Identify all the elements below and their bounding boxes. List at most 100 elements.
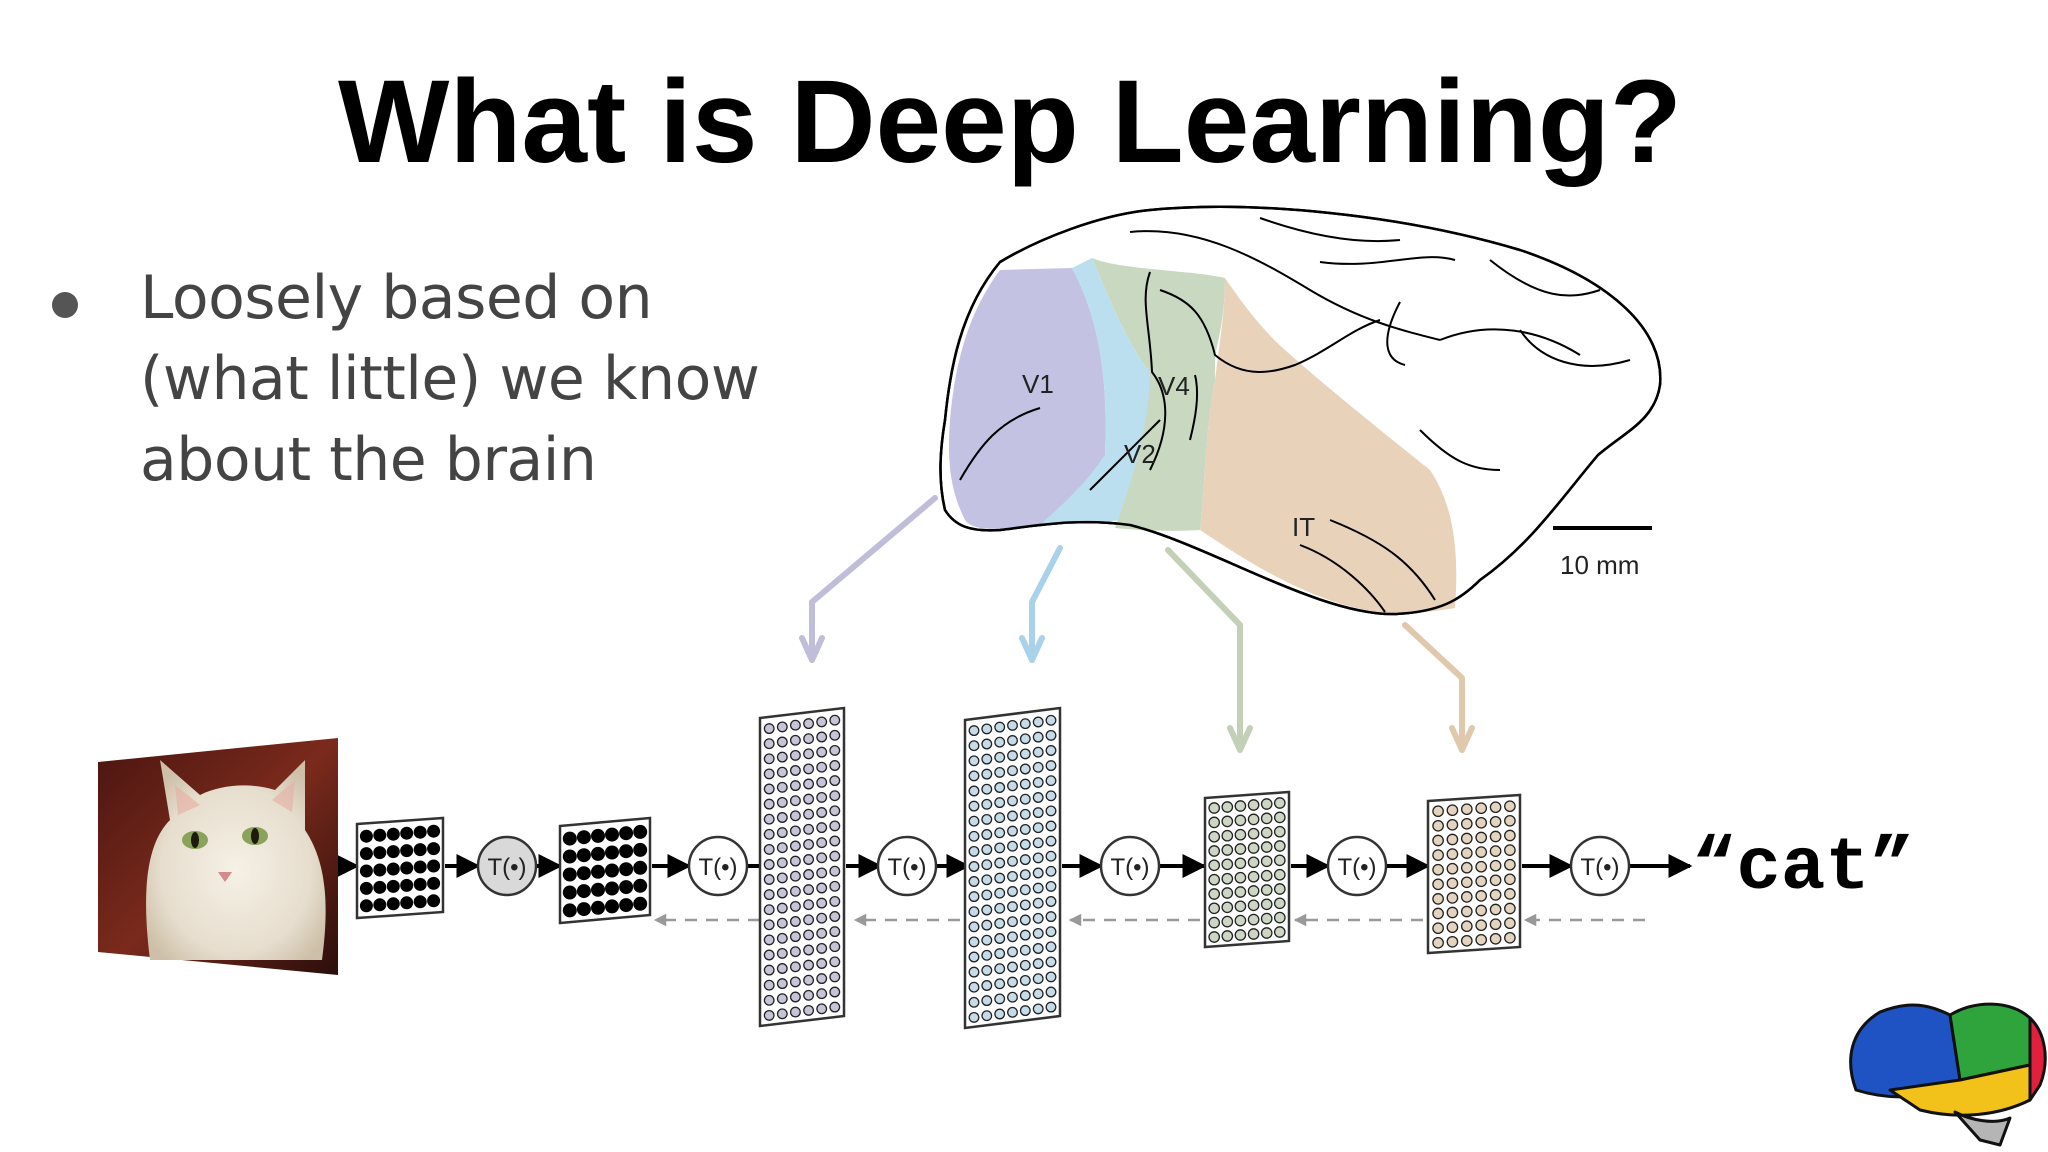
layer-unit — [816, 837, 828, 849]
layer-unit — [776, 842, 788, 854]
layer-unit — [1247, 799, 1260, 811]
layer-unit — [1019, 914, 1031, 926]
layer-unit — [1032, 943, 1044, 954]
layer-unit — [1208, 816, 1221, 829]
transform-circle — [876, 835, 938, 897]
layer-unit — [829, 714, 841, 726]
layer-unit — [1007, 961, 1018, 973]
layer-unit — [803, 974, 815, 986]
layer-unit — [1007, 795, 1018, 807]
layer-unit — [1475, 890, 1488, 902]
layer-unit — [1221, 829, 1234, 842]
transform-node-5: T(•) — [1326, 835, 1388, 897]
layer-unit — [1260, 812, 1273, 825]
layer-unit — [1504, 800, 1516, 813]
layer-unit — [803, 823, 815, 835]
layer-unit — [816, 807, 828, 818]
layer-unit — [1019, 748, 1031, 760]
layer-unit — [763, 723, 775, 735]
layer-unit — [1032, 746, 1044, 758]
layer-unit — [1460, 861, 1473, 874]
layer-unit — [562, 849, 577, 864]
layer-unit — [633, 860, 648, 875]
layer-unit — [1019, 854, 1031, 866]
layer-unit — [763, 964, 775, 976]
layer-unit — [1045, 896, 1057, 907]
layer-unit — [789, 991, 801, 1003]
layer-unit — [1460, 891, 1473, 903]
transform-nodes: T(•)T(•)T(•)T(•)T(•)T(•) — [476, 835, 1631, 897]
layer-unit — [1007, 976, 1018, 988]
layer-unit — [1247, 899, 1260, 912]
layer-unit — [427, 876, 441, 890]
layer-unit — [1260, 884, 1273, 896]
layer-unit — [1460, 832, 1473, 845]
layer-unit — [413, 895, 427, 909]
layer-unit — [1234, 900, 1247, 913]
layer-unit — [803, 944, 815, 956]
layer-unit — [576, 884, 591, 899]
layer-unit — [605, 845, 619, 860]
layer-unit — [400, 826, 414, 840]
layer-unit — [994, 1008, 1006, 1020]
layer-unit — [591, 828, 605, 843]
layer-unit — [1504, 931, 1516, 944]
layer-unit — [776, 721, 788, 733]
layer-unit — [1007, 901, 1018, 913]
layer-unit — [1007, 1006, 1018, 1018]
network-layer-5 — [1203, 790, 1291, 949]
layer-unit — [1489, 859, 1502, 872]
layer-unit — [763, 859, 775, 870]
layer-unit — [968, 876, 980, 887]
layer-unit — [1460, 847, 1473, 859]
layer-unit — [968, 996, 980, 1008]
layer-unit — [981, 783, 993, 795]
layer-unit — [803, 838, 815, 850]
layer-unit — [1045, 865, 1057, 877]
layer-unit — [803, 793, 815, 805]
layer-unit — [1475, 904, 1488, 917]
layer-unit — [1221, 915, 1234, 928]
layer-unit — [1032, 988, 1044, 1000]
layer-unit — [1460, 817, 1473, 830]
layer-unit — [816, 988, 828, 1000]
layer-unit — [1045, 805, 1057, 817]
layer-unit — [1007, 780, 1018, 792]
layer-unit — [1032, 716, 1044, 728]
layer-unit — [776, 812, 788, 823]
layer-unit — [981, 829, 993, 840]
bullet-list: Loosely based on (what little) we know a… — [48, 258, 808, 501]
layer-unit — [1247, 885, 1260, 897]
transform-label: T(•) — [1337, 854, 1376, 881]
layer-unit — [763, 738, 775, 750]
layer-unit — [816, 746, 828, 758]
layer-unit — [1019, 959, 1031, 971]
layer-unit — [803, 929, 815, 941]
layer-unit — [1432, 849, 1444, 861]
layer-unit — [1019, 778, 1031, 790]
layer-unit — [1019, 944, 1031, 956]
layer-unit — [1489, 801, 1502, 814]
layer-unit — [1208, 931, 1221, 943]
layer-unit — [591, 900, 605, 915]
layer-unit — [1032, 867, 1044, 879]
layer-unit — [763, 783, 775, 795]
network-layer-3 — [758, 706, 846, 1028]
layer-unit — [803, 959, 815, 971]
layer-unit — [829, 880, 841, 892]
layer-unit — [763, 753, 775, 765]
layer-unit — [359, 864, 373, 878]
layer-unit — [1260, 869, 1273, 882]
layer-unit — [1208, 830, 1221, 843]
layer-unit — [968, 830, 980, 842]
layer-unit — [763, 1009, 775, 1021]
layer-unit — [1045, 926, 1057, 938]
layer-unit — [1504, 873, 1516, 886]
layer-unit — [968, 785, 980, 797]
layer-unit — [413, 877, 427, 891]
layer-unit — [1007, 855, 1018, 867]
layer-unit — [1247, 928, 1260, 940]
layer-unit — [763, 919, 775, 931]
layer-unit — [619, 826, 634, 841]
layer-unit — [1247, 813, 1260, 826]
